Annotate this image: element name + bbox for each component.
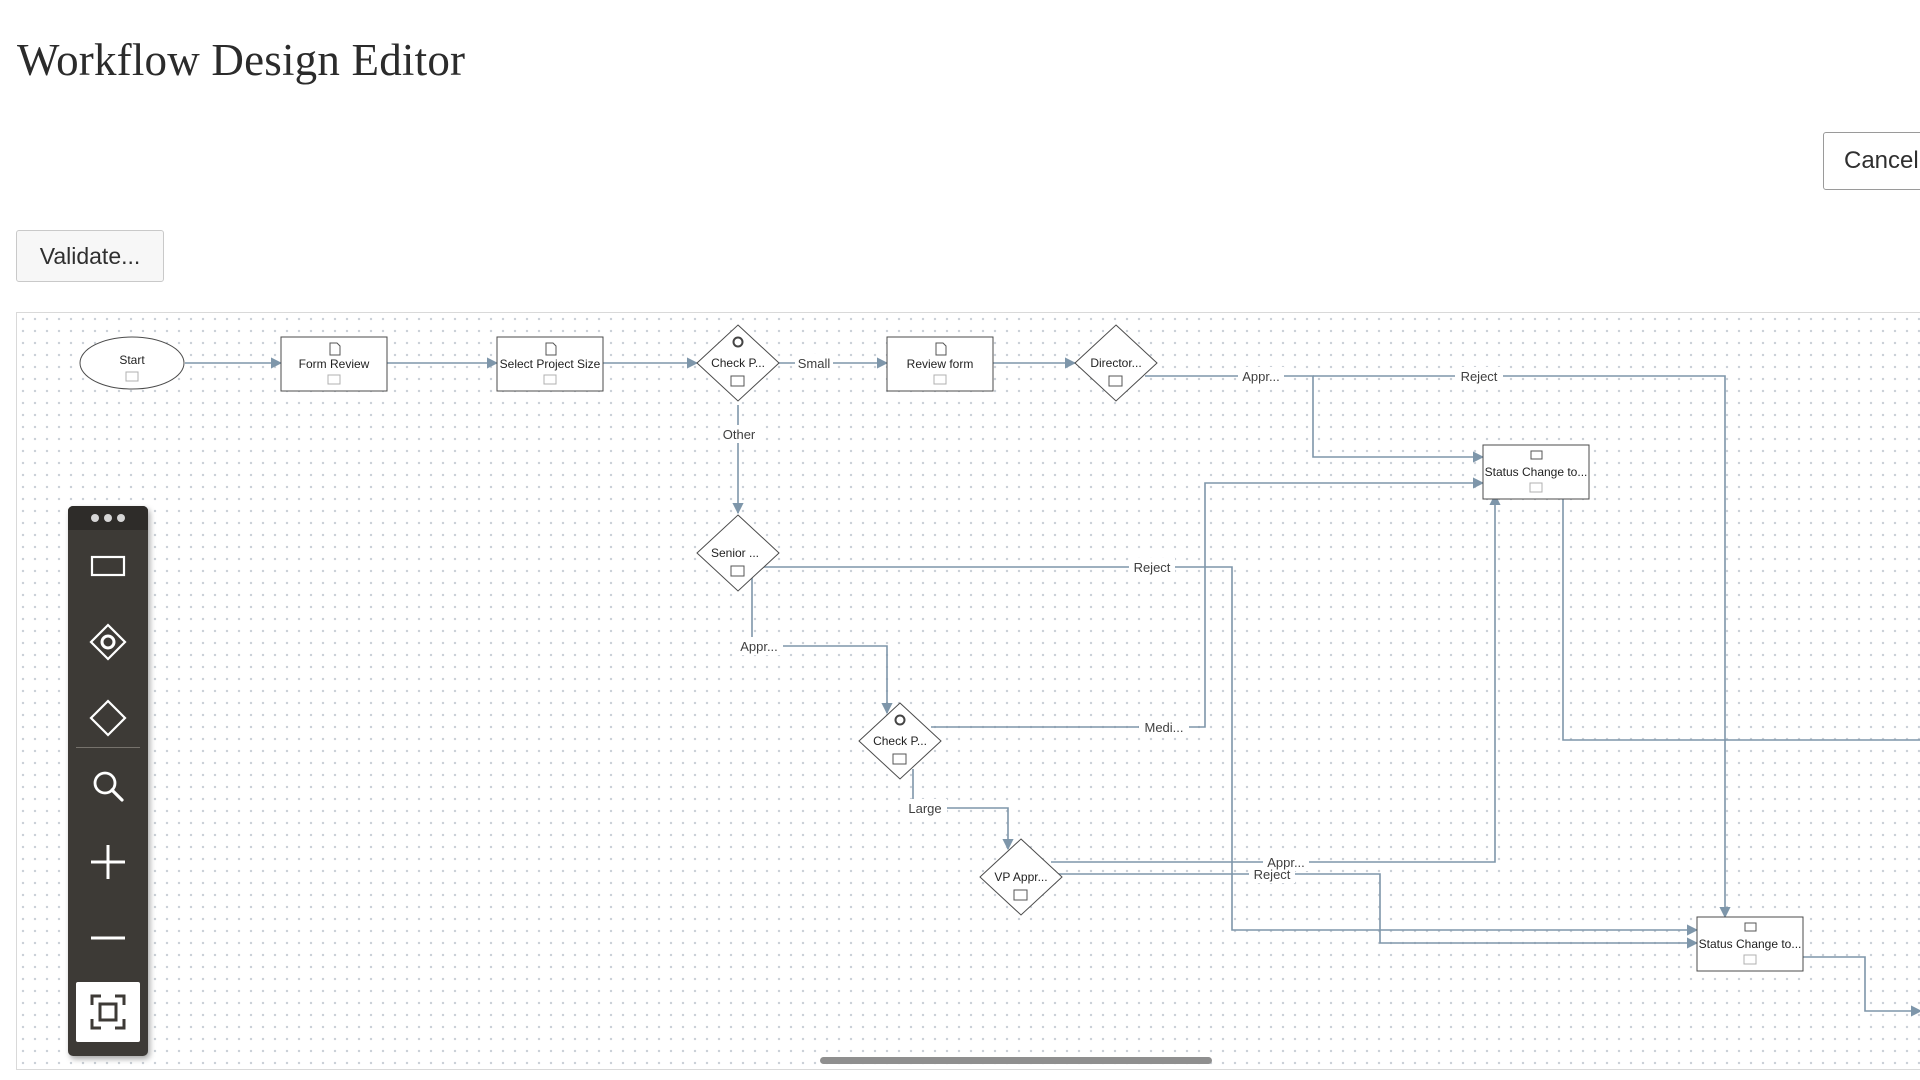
edge-vp-approve[interactable]: [1051, 493, 1501, 863]
edge-label-senior-approve: Appr...: [740, 639, 778, 654]
node-review-form-label: Review form: [907, 357, 974, 371]
node-director-label: Director...: [1090, 356, 1141, 370]
node-status-change-1[interactable]: Status Change to...: [1482, 444, 1590, 500]
edge-label-director-reject: Reject: [1461, 369, 1498, 384]
status-icon: [1530, 450, 1543, 460]
expand-icon: [1529, 482, 1543, 493]
arrow-icon: [1013, 889, 1028, 901]
edge-senior-approve[interactable]: [751, 575, 893, 715]
node-senior-label: Senior ...: [711, 546, 759, 560]
horizontal-scrollbar[interactable]: [820, 1057, 1212, 1064]
gear-icon: [894, 714, 906, 726]
node-director[interactable]: Director...: [1074, 324, 1158, 402]
edge-label-vp-reject: Reject: [1254, 867, 1291, 882]
zoom-in-icon: [91, 845, 125, 879]
expand-icon: [125, 371, 139, 382]
node-status-change-2[interactable]: Status Change to...: [1696, 916, 1804, 972]
node-select-project-size-label: Select Project Size: [500, 357, 601, 371]
arrow-icon: [892, 753, 907, 765]
add-activity-tool[interactable]: [76, 536, 140, 596]
node-senior[interactable]: Senior ...: [696, 514, 780, 592]
tool-palette: [68, 506, 148, 1056]
expand-icon: [933, 374, 947, 385]
node-check-p-2-label: Check P...: [873, 734, 927, 748]
cancel-button[interactable]: Cancel: [1823, 132, 1920, 190]
search-icon: [93, 771, 124, 802]
node-vp-approval[interactable]: VP Appr...: [979, 838, 1063, 916]
grip-dot: [117, 514, 125, 522]
grip-dot: [104, 514, 112, 522]
zoom-out-tool[interactable]: [76, 908, 140, 968]
edge-label-vp-approve: Appr...: [1267, 855, 1305, 870]
validate-button[interactable]: Validate...: [16, 230, 164, 282]
edge-label-small: Small: [798, 356, 831, 371]
palette-drag-handle[interactable]: [68, 506, 148, 530]
grip-dot: [91, 514, 99, 522]
node-check-p-1[interactable]: Check P...: [696, 324, 780, 402]
node-start-label: Start: [119, 353, 145, 367]
expand-icon: [1743, 954, 1757, 965]
node-start[interactable]: Start: [79, 336, 185, 390]
node-status-change-2-label: Status Change to...: [1699, 937, 1802, 951]
workflow-diagram: Small Other Appr... Reject Reject Appr..…: [79, 324, 1920, 1017]
edge-label-medium: Medi...: [1144, 720, 1183, 735]
arrow-icon: [1108, 375, 1123, 387]
edge-status-2-out[interactable]: [1803, 956, 1920, 1017]
node-select-project-size[interactable]: Select Project Size: [496, 336, 604, 392]
add-gateway-tool[interactable]: [76, 688, 140, 748]
search-tool[interactable]: [76, 756, 140, 816]
form-icon: [545, 342, 557, 356]
zoom-in-tool[interactable]: [76, 832, 140, 892]
node-check-p-1-label: Check P...: [711, 356, 765, 370]
zoom-out-icon: [91, 936, 125, 940]
edge-label-other: Other: [723, 427, 756, 442]
node-check-p-2[interactable]: Check P...: [858, 702, 942, 780]
edge-label-director-approve: Appr...: [1242, 369, 1280, 384]
edge-senior-reject[interactable]: [761, 566, 1699, 936]
node-review-form[interactable]: Review form: [886, 336, 994, 392]
form-icon: [935, 342, 947, 356]
edge-label-large: Large: [908, 801, 941, 816]
workflow-canvas[interactable]: Small Other Appr... Reject Reject Appr..…: [16, 312, 1920, 1070]
edge-medium[interactable]: [931, 477, 1485, 728]
edge-label-senior-reject: Reject: [1134, 560, 1171, 575]
arrow-icon: [730, 375, 745, 387]
edge-large[interactable]: [912, 769, 1014, 851]
gear-icon: [732, 336, 744, 348]
diamond-icon: [89, 699, 127, 737]
palette-divider: [76, 747, 140, 748]
status-icon: [1744, 922, 1757, 932]
page-title: Workflow Design Editor: [17, 35, 466, 85]
edge-vp-reject[interactable]: [1057, 873, 1699, 949]
node-status-change-1-label: Status Change to...: [1485, 465, 1588, 479]
edge-status-1-out[interactable]: [1562, 495, 1920, 741]
fit-to-screen-tool[interactable]: [76, 982, 140, 1042]
gear-diamond-icon: [89, 623, 127, 661]
expand-icon: [327, 374, 341, 385]
arrow-icon: [730, 565, 745, 577]
node-form-review-label: Form Review: [299, 357, 370, 371]
add-service-gateway-tool[interactable]: [76, 612, 140, 672]
edge-director-reject[interactable]: [1313, 375, 1731, 919]
edge-director-approve[interactable]: [1145, 375, 1485, 463]
fit-to-screen-icon: [90, 994, 126, 1030]
form-icon: [329, 342, 341, 356]
rectangle-icon: [90, 555, 126, 577]
expand-icon: [543, 374, 557, 385]
node-vp-approval-label: VP Appr...: [994, 870, 1047, 884]
node-form-review[interactable]: Form Review: [280, 336, 388, 392]
